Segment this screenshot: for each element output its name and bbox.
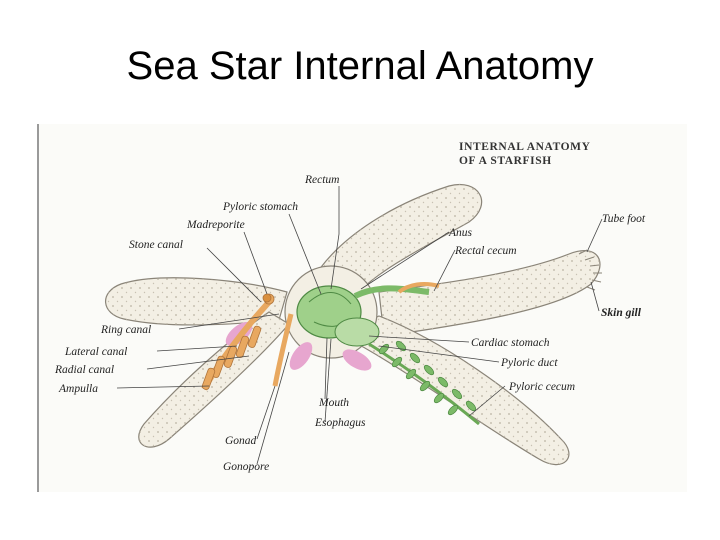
label-cardiac-stomach: Cardiac stomach (471, 337, 550, 349)
label-mouth: Mouth (318, 397, 349, 409)
label-madreporite: Madreporite (186, 219, 245, 231)
label-pyloric-cecum: Pyloric cecum (508, 381, 575, 393)
label-gonopore: Gonopore (223, 461, 269, 473)
starfish-figure: INTERNAL ANATOMY OF A STARFISH Rectum Py… (37, 124, 687, 492)
label-ring-canal: Ring canal (100, 324, 151, 336)
figure-heading-line1: INTERNAL ANATOMY (459, 141, 591, 153)
label-tube-foot: Tube foot (602, 213, 646, 225)
label-stone-canal: Stone canal (129, 239, 183, 251)
cardiac-stomach (335, 318, 379, 346)
label-ampulla: Ampulla (58, 383, 98, 395)
starfish-diagram: INTERNAL ANATOMY OF A STARFISH Rectum Py… (39, 124, 687, 492)
figure-heading-line2: OF A STARFISH (459, 155, 552, 167)
label-radial-canal: Radial canal (54, 364, 114, 376)
label-anus: Anus (448, 227, 473, 239)
label-gonad: Gonad (225, 435, 257, 447)
label-pyloric-stomach: Pyloric stomach (222, 201, 298, 213)
madreporite (263, 294, 271, 302)
label-rectum: Rectum (304, 174, 339, 186)
label-rectal-cecum: Rectal cecum (454, 245, 517, 257)
label-esophagus: Esophagus (314, 417, 366, 429)
label-skin-gill: Skin gill (601, 307, 642, 319)
label-pyloric-duct: Pyloric duct (500, 357, 558, 369)
label-lateral-canal: Lateral canal (64, 346, 127, 358)
slide-title: Sea Star Internal Anatomy (0, 44, 720, 89)
